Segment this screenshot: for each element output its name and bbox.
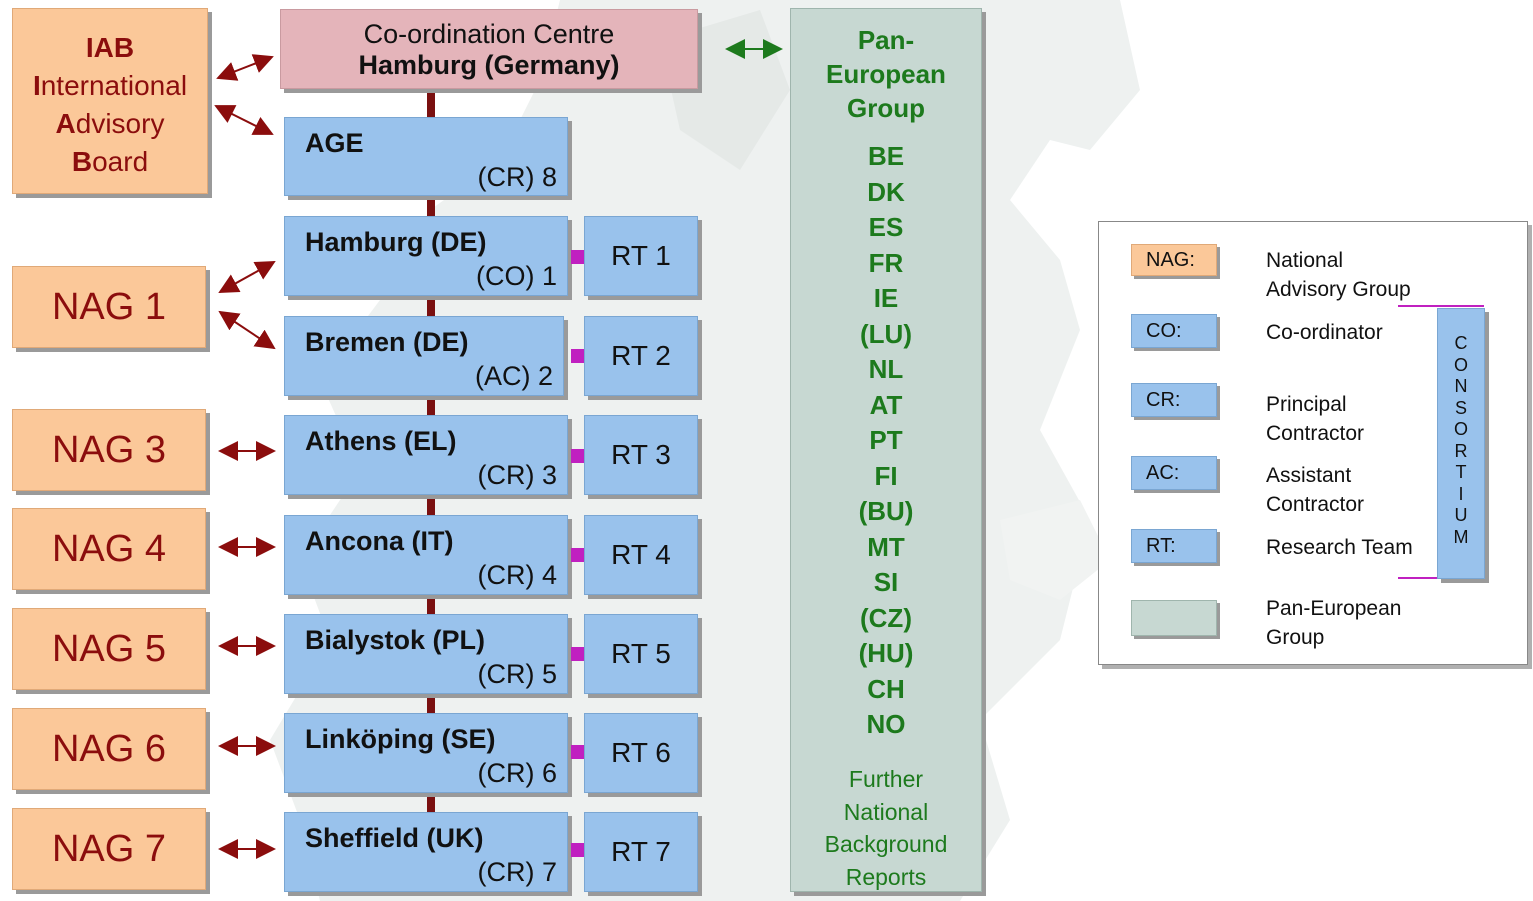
partner-code: (AC) 2 (474, 361, 553, 391)
rt-connector (571, 250, 584, 264)
legend-swatch-pan-european (1131, 600, 1217, 636)
country-code: NO (866, 709, 906, 739)
legend-desc-rt: Research Team (1266, 536, 1413, 559)
nag-box-5: NAG 5 (12, 608, 206, 690)
partner-box-linkoping: Linköping (SE) (CR) 6 (284, 713, 568, 793)
coordination-centre-location: Hamburg (Germany) (358, 50, 620, 80)
country-code: (BU) (858, 496, 914, 526)
pan-european-footer: Further National Background Reports (824, 766, 948, 890)
consortium-label: C O N S O R T I U M (1453, 333, 1469, 547)
legend-swatch-co: CO: (1131, 314, 1217, 348)
pan-european-country-list: BE DK ES FR IE (LU) NL AT PT FI (BU) MT … (791, 139, 981, 743)
research-team-6: RT 6 (584, 713, 698, 793)
rt-connector (571, 548, 584, 562)
rt-connector (571, 745, 584, 759)
legend-desc-ac: Assistant Contractor (1266, 464, 1365, 516)
coordination-centre-box: Co-ordination Centre Hamburg (Germany) (280, 9, 698, 89)
country-code: CH (867, 673, 905, 704)
partner-box-athens: Athens (EL) (CR) 3 (284, 415, 568, 495)
legend-swatch-rt: RT: (1131, 529, 1217, 563)
research-team-7: RT 7 (584, 812, 698, 892)
nag1-bremen-arrow (218, 310, 276, 350)
pan-european-title: Pan- European Group (826, 25, 946, 123)
legend-swatch-ac: AC: (1131, 456, 1217, 490)
nag-box-4: NAG 4 (12, 508, 206, 590)
partner-box-ancona: Ancona (IT) (CR) 4 (284, 515, 568, 595)
country-code: MT (867, 531, 905, 562)
partner-box-sheffield: Sheffield (UK) (CR) 7 (284, 812, 568, 892)
nag1-hamburg-arrow (218, 261, 276, 293)
country-code: IE (873, 283, 899, 313)
country-code: DK (867, 176, 905, 207)
iab-line-board: Board (71, 146, 149, 177)
pan-european-group-box: Pan- European Group BE DK ES FR IE (LU) … (790, 8, 982, 892)
partner-code: (CR) 4 (477, 560, 558, 590)
partner-box-bialystok: Bialystok (PL) (CR) 5 (284, 614, 568, 694)
research-team-5: RT 5 (584, 614, 698, 694)
country-code: (CZ) (860, 602, 912, 633)
iab-line-advisory: Advisory (55, 108, 165, 139)
iab-title: IAB (85, 32, 135, 63)
partner-name: Athens (EL) (305, 426, 457, 456)
research-team-2: RT 2 (584, 316, 698, 396)
partner-name: Sheffield (UK) (305, 823, 484, 853)
partner-code: (CR) 6 (477, 758, 558, 788)
country-code: BE (867, 141, 905, 171)
legend-desc-nag: National Advisory Group (1266, 249, 1411, 301)
rt-connector (571, 843, 584, 857)
research-team-1: RT 1 (584, 216, 698, 296)
partner-code: (CR) 3 (477, 460, 558, 490)
legend-swatch-cr: CR: (1131, 383, 1217, 417)
country-code: ES (868, 212, 904, 242)
age-code: (CR) 8 (477, 162, 558, 192)
partner-box-bremen: Bremen (DE) (AC) 2 (284, 316, 564, 396)
iab-box: IAB International Advisory Board (12, 8, 208, 194)
country-code: AT (869, 389, 903, 420)
legend-desc-co: Co-ordinator (1266, 321, 1383, 344)
rt-connector (571, 449, 584, 463)
partner-name: Ancona (IT) (305, 526, 454, 556)
rt-connector (571, 647, 584, 661)
partner-name: Hamburg (DE) (305, 227, 487, 257)
country-code: PT (869, 425, 903, 455)
research-team-3: RT 3 (584, 415, 698, 495)
legend-desc-cr: Principal Contractor (1266, 393, 1365, 445)
nag-box-3: NAG 3 (12, 409, 206, 491)
rt-connector (571, 349, 584, 363)
partner-name: Bremen (DE) (305, 327, 469, 357)
research-team-4: RT 4 (584, 515, 698, 595)
age-box: AGE (CR) 8 (284, 117, 568, 196)
partner-code: (CR) 7 (477, 857, 558, 887)
consortium-bracket-top (1398, 305, 1484, 307)
map-island (1000, 500, 1110, 600)
country-code: FI (874, 460, 898, 491)
country-code: SI (873, 567, 899, 597)
consortium-bar: C O N S O R T I U M (1437, 308, 1485, 579)
iab-age-arrow (214, 105, 274, 135)
iab-line-international: International (32, 70, 188, 101)
partner-box-hamburg: Hamburg (DE) (CO) 1 (284, 216, 568, 296)
country-code: NL (868, 354, 904, 384)
partner-code: (CO) 1 (476, 261, 557, 291)
nag-box-6: NAG 6 (12, 708, 206, 790)
country-code: FR (868, 247, 904, 278)
nag-box-7: NAG 7 (12, 808, 206, 890)
age-name: AGE (305, 128, 364, 158)
country-code: (HU) (858, 638, 914, 668)
legend-desc-pan-european: Pan-European Group (1266, 597, 1402, 649)
legend-swatch-nag: NAG: (1131, 244, 1217, 276)
country-code: (LU) (860, 318, 912, 349)
nag-box-1: NAG 1 (12, 266, 206, 348)
partner-code: (CR) 5 (477, 659, 558, 689)
partner-name: Linköping (SE) (305, 724, 496, 754)
coordination-centre-title: Co-ordination Centre (363, 19, 615, 49)
partner-name: Bialystok (PL) (305, 625, 486, 655)
iab-centre-arrow (216, 54, 274, 81)
